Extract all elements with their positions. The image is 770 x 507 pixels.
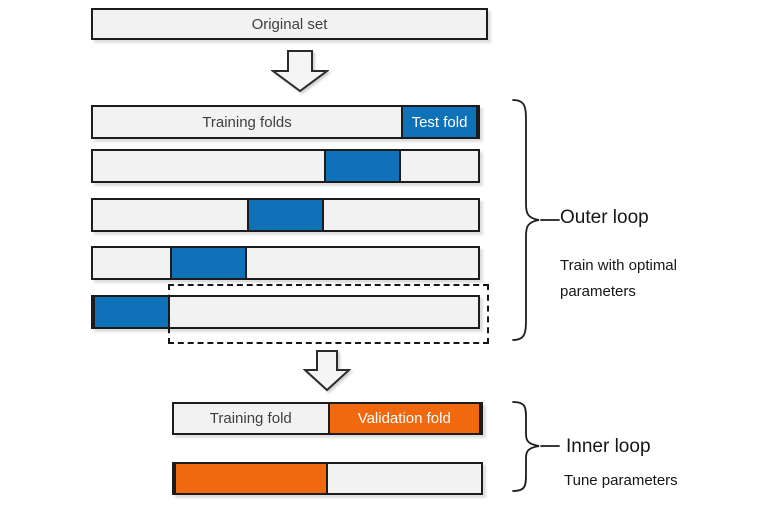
original-set-label: Original set — [251, 15, 328, 33]
original-set-box: Original set — [91, 8, 488, 40]
inner-loop-subtitle: Tune parameters — [564, 472, 678, 489]
inner-loop-title: Inner loop — [566, 436, 651, 457]
down-arrow-icon — [271, 50, 329, 93]
test-fold-segment — [93, 297, 170, 327]
outer-fold-row — [91, 295, 480, 329]
training-fold-label: Training fold — [209, 410, 292, 427]
training-fold-label: Training folds — [202, 113, 292, 131]
inner-loop-brace-icon — [512, 401, 560, 492]
validation-fold-segment — [327, 404, 481, 433]
test-fold-segment — [247, 200, 324, 230]
outer-fold-row — [91, 149, 480, 183]
selected-fold-dashed-outline — [168, 284, 489, 344]
test-fold-segment — [401, 107, 478, 137]
outer-loop-title: Outer loop — [560, 207, 649, 228]
down-arrow-icon — [303, 350, 351, 392]
outer-fold-row — [91, 198, 480, 232]
validation-fold-segment — [174, 464, 328, 493]
inner-fold-row — [172, 462, 483, 495]
outer-loop-brace-icon — [512, 99, 560, 341]
test-fold-segment — [324, 151, 401, 181]
outer-loop-subtitle: Train with optimal parameters — [560, 257, 677, 300]
test-fold-segment — [170, 248, 247, 278]
outer-fold-row — [91, 246, 480, 280]
